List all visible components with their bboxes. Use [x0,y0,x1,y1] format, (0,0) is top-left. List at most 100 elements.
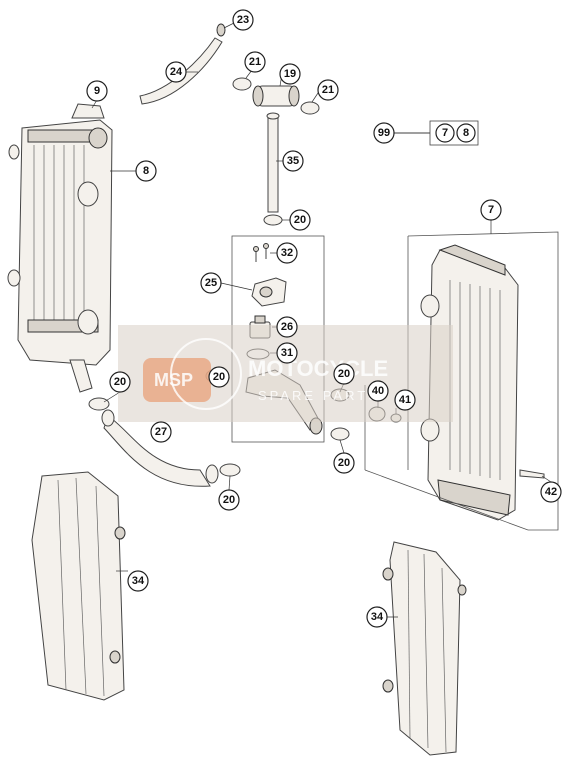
callout-circle [165,61,187,83]
callout-c24: 24 [165,61,187,83]
callout-c35: 35 [282,150,304,172]
callout-circle [127,570,149,592]
callout-c19: 19 [279,63,301,85]
callout-circle [232,9,254,31]
hose-clamp [300,101,320,115]
callout-c41: 41 [394,389,416,411]
callout-circle [276,316,298,338]
lower-coolant-hose [103,415,211,487]
callout-circle [279,63,301,85]
callout-c99: 99 [373,122,395,144]
callout-number: 20 [294,214,306,226]
kit-set-box: 7 8 [392,120,479,146]
callout-number: 35 [287,155,299,167]
set-box-label-a: 7 [442,127,448,139]
left-radiator [7,103,113,393]
callout-number: 20 [338,457,350,469]
callout-number: 8 [143,165,149,177]
callout-number: 34 [371,611,384,623]
callout-number: 42 [545,486,557,498]
callout-circle [289,209,311,231]
callout-number: 31 [281,347,293,359]
callout-c40: 40 [367,380,389,402]
set-box-label-b: 8 [463,127,469,139]
callout-circle [244,51,266,73]
callouts: 23 24 9 21 19 21 99 35 8 20 7 32 25 26 31 20 20 40 41 20 27 2… [86,9,562,628]
callout-c26: 26 [276,316,298,338]
callout-number: 99 [378,127,390,139]
callout-c32: 32 [276,242,298,264]
callout-number: 20 [213,371,225,383]
callout-circle [366,606,388,628]
right-radiator-guard [382,541,467,756]
upper-breather-hose [139,37,223,105]
callout-number: 26 [281,321,293,333]
callout-number: 24 [170,66,183,78]
callout-circle [333,363,355,385]
callout-number: 19 [284,68,296,80]
callout-number: 25 [205,277,217,289]
callout-number: 21 [322,84,334,96]
callout-number: 21 [249,56,261,68]
callout-c20f: 20 [218,489,240,511]
callout-circle [373,122,395,144]
watermark: MSP MOTOCYCLE SPARE PARTS [118,325,453,422]
callout-circle [218,489,240,511]
callout-circle [200,272,222,294]
callout-number: 27 [155,426,167,438]
callout-number: 41 [399,394,411,406]
hose-clamp [263,214,283,226]
callout-c25: 25 [200,272,222,294]
callout-c20e: 20 [333,452,355,474]
callout-c20b: 20 [208,366,230,388]
callout-circle [276,242,298,264]
water-pump-cover [251,277,287,307]
callout-circle [86,80,108,102]
screws [253,243,269,262]
watermark-line2: SPARE PARTS [258,388,380,403]
union-piece [252,85,300,107]
hose-clamp [330,427,350,441]
callout-c7: 7 [480,199,502,221]
watermark-line1: MOTOCYCLE [248,356,388,381]
callout-number: 23 [237,14,249,26]
callout-circle [394,389,416,411]
callout-c23: 23 [232,9,254,31]
left-radiator-guard [31,471,126,701]
callout-c34a: 34 [127,570,149,592]
callout-circle [109,371,131,393]
callout-circle [135,160,157,182]
callout-number: 7 [488,204,494,216]
callout-circle [333,452,355,474]
callout-circle [317,79,339,101]
hose-clamp [219,463,241,477]
hose-clamp [88,397,110,411]
callout-c20d: 20 [109,371,131,393]
callout-c20c: 20 [333,363,355,385]
callout-number: 34 [132,575,145,587]
callout-c8: 8 [135,160,157,182]
callout-circle [208,366,230,388]
callout-number: 20 [338,368,350,380]
callout-number: 9 [94,85,100,97]
callout-circle [282,150,304,172]
callout-c21b: 21 [317,79,339,101]
callout-circle [480,199,502,221]
bolt [519,469,545,479]
callout-number: 40 [372,385,384,397]
watermark-logo-text: MSP [154,370,193,390]
hose-clamp [232,77,252,91]
right-radiator [420,244,519,521]
callout-c42: 42 [540,481,562,503]
coolant-pipe [267,115,279,213]
callout-number: 20 [114,376,126,388]
callout-c27: 27 [150,421,172,443]
callout-number: 32 [281,247,293,259]
callout-circle [367,380,389,402]
callout-circle [540,481,562,503]
callout-number: 20 [223,494,235,506]
callout-c31: 31 [276,342,298,364]
callout-c9: 9 [86,80,108,102]
callout-circle [150,421,172,443]
